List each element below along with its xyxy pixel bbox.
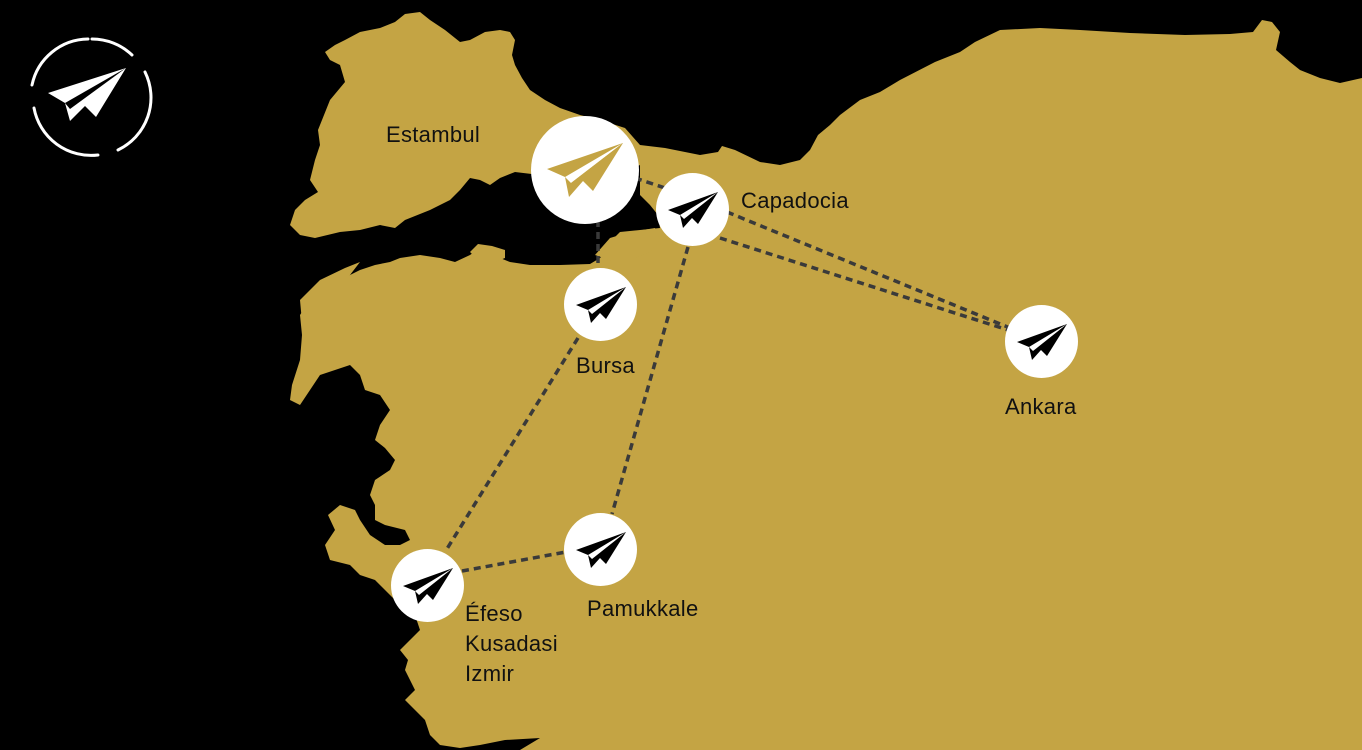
landmass-south-bay — [595, 228, 660, 262]
paper-plane-icon — [402, 567, 453, 604]
city-label-kusadasi: Kusadasi — [465, 631, 558, 656]
route-capadocia-ankara-1 — [726, 210, 1011, 330]
city-label-bursa: Bursa — [576, 353, 635, 378]
paper-plane-icon — [547, 143, 623, 197]
city-marker-bursa[interactable] — [564, 268, 637, 341]
route-estambul-capadocia — [634, 176, 666, 190]
paper-plane-icon — [667, 191, 718, 228]
route-efeso-pamukkale — [461, 550, 567, 573]
landmass-thrace — [290, 12, 640, 238]
landmass-gallipoli — [300, 262, 360, 322]
city-label-pamukkale: Pamukkale — [587, 596, 699, 621]
paper-plane-icon — [1016, 323, 1067, 360]
city-label-izmir: Izmir — [465, 661, 515, 686]
route-capadocia-ankara-2 — [719, 236, 1009, 332]
city-marker-pamukkale[interactable] — [564, 513, 637, 586]
landmass-marmara-island — [470, 244, 505, 262]
city-label-capadocia: Capadocia — [741, 188, 849, 213]
city-marker-ankara[interactable] — [1005, 305, 1078, 378]
route-bursa-efeso — [443, 337, 580, 553]
city-label-ankara: Ankara — [1005, 394, 1077, 419]
city-marker-efeso[interactable] — [391, 549, 464, 622]
city-marker-estambul[interactable] — [531, 116, 639, 224]
paper-plane-icon — [575, 531, 626, 568]
city-label-estambul: Estambul — [386, 122, 481, 147]
landmass-anatolia — [290, 20, 1362, 750]
logo — [30, 35, 155, 160]
paper-plane-icon — [575, 286, 626, 323]
city-marker-capadocia[interactable] — [656, 173, 729, 246]
route-lines — [443, 176, 1011, 573]
route-capadocia-pamukkale — [610, 246, 690, 515]
city-label-efeso: Éfeso — [465, 601, 523, 626]
paper-plane-icon — [30, 37, 153, 157]
